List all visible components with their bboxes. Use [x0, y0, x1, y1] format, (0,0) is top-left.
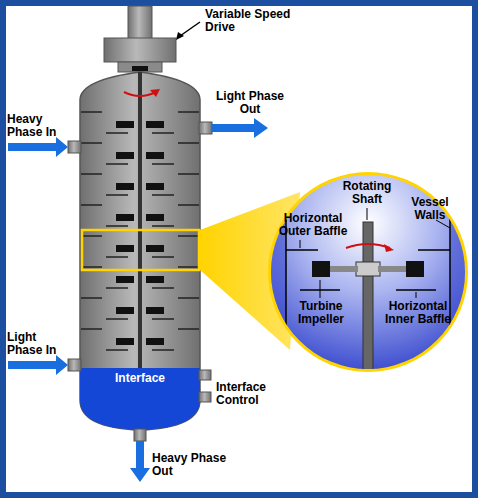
- interface-label: Interface: [100, 372, 180, 385]
- impeller: [146, 121, 164, 128]
- control-label: Interface Control: [216, 381, 290, 407]
- leader-line: [320, 280, 321, 298]
- inner-baffle: [106, 349, 128, 351]
- inner-baffle: [106, 163, 128, 165]
- outer-baffle: [81, 142, 102, 144]
- impeller: [146, 307, 164, 314]
- outer-baffle: [178, 142, 199, 144]
- leader-head: [176, 32, 184, 40]
- inner-baffle: [152, 163, 174, 165]
- coupling: [132, 66, 148, 71]
- inner-baffle: [106, 318, 128, 320]
- outer-baffle: [178, 297, 199, 299]
- outer-baffle: [178, 266, 199, 268]
- outer-baffle: [178, 328, 199, 330]
- zoom-box: [82, 230, 199, 270]
- rotation-head: [150, 89, 160, 97]
- outlet-label: Heavy Phase Out: [152, 452, 232, 478]
- inner-baffle: [152, 349, 174, 351]
- outer-baffle: [178, 235, 199, 237]
- inner-baffle: [152, 194, 174, 196]
- rotation-arrow: [124, 92, 156, 96]
- outer-baffle: [81, 266, 102, 268]
- part-label: Horizontal Inner Baffle: [378, 300, 458, 326]
- impeller: [116, 214, 134, 221]
- nozzle: [199, 370, 211, 380]
- rotating-shaft: [138, 72, 142, 368]
- top-pipe: [128, 6, 152, 40]
- frame: [3, 3, 475, 495]
- column-internals: [81, 112, 199, 350]
- inlet-label: Light Phase In: [7, 331, 73, 357]
- impeller: [146, 338, 164, 345]
- nozzle: [134, 429, 146, 441]
- impeller: [146, 245, 164, 252]
- impeller: [116, 121, 134, 128]
- inner-baffle: [152, 132, 174, 134]
- leader-line: [300, 240, 301, 248]
- inner-baffle: [152, 256, 174, 258]
- outer-baffle: [81, 328, 102, 330]
- drive-housing: [104, 38, 176, 62]
- outer-baffle: [81, 173, 102, 175]
- inset-ring: [268, 172, 468, 372]
- part-label: Horizontal Outer Baffle: [272, 212, 354, 238]
- inner-baffle: [106, 287, 128, 289]
- impeller: [116, 183, 134, 190]
- impeller: [116, 245, 134, 252]
- inner-baffle: [106, 132, 128, 134]
- outer-baffle: [178, 173, 199, 175]
- outer-baffle: [81, 111, 102, 113]
- outer-baffle: [178, 204, 199, 206]
- inner-baffle: [152, 287, 174, 289]
- outer-baffle: [81, 297, 102, 299]
- nozzle: [68, 141, 81, 153]
- nozzle: [68, 359, 81, 371]
- outer-baffle: [81, 235, 102, 237]
- impeller: [116, 338, 134, 345]
- nozzle: [199, 392, 211, 402]
- impeller: [146, 183, 164, 190]
- impeller: [116, 276, 134, 283]
- drive-mount: [118, 62, 162, 72]
- inner-baffle: [106, 225, 128, 227]
- leader-line: [367, 208, 368, 220]
- flow-arrow: [8, 137, 68, 157]
- part-label: Rotating Shaft: [335, 180, 399, 206]
- outer-baffle: [81, 204, 102, 206]
- outer-baffle: [178, 111, 199, 113]
- inner-baffle: [106, 194, 128, 196]
- part-label: Vessel Walls: [404, 196, 456, 222]
- inlet-label: Heavy Phase In: [7, 113, 73, 139]
- impeller: [146, 276, 164, 283]
- flow-arrow: [212, 118, 268, 138]
- inset-detail: [270, 170, 466, 380]
- impeller: [116, 307, 134, 314]
- nozzle: [199, 122, 212, 134]
- leader-line: [416, 292, 417, 298]
- leader-line: [180, 22, 200, 36]
- drive-label: Variable Speed Drive: [205, 8, 305, 34]
- impeller: [146, 152, 164, 159]
- inner-baffle: [106, 256, 128, 258]
- outlet-label: Light Phase Out: [214, 90, 286, 116]
- flow-arrow: [130, 441, 150, 482]
- part-label: Turbine Impeller: [288, 300, 354, 326]
- impeller: [146, 214, 164, 221]
- inner-baffle: [152, 225, 174, 227]
- inner-baffle: [152, 318, 174, 320]
- heavy-phase-pool: [70, 368, 210, 438]
- impeller: [116, 152, 134, 159]
- flow-arrow: [8, 355, 68, 375]
